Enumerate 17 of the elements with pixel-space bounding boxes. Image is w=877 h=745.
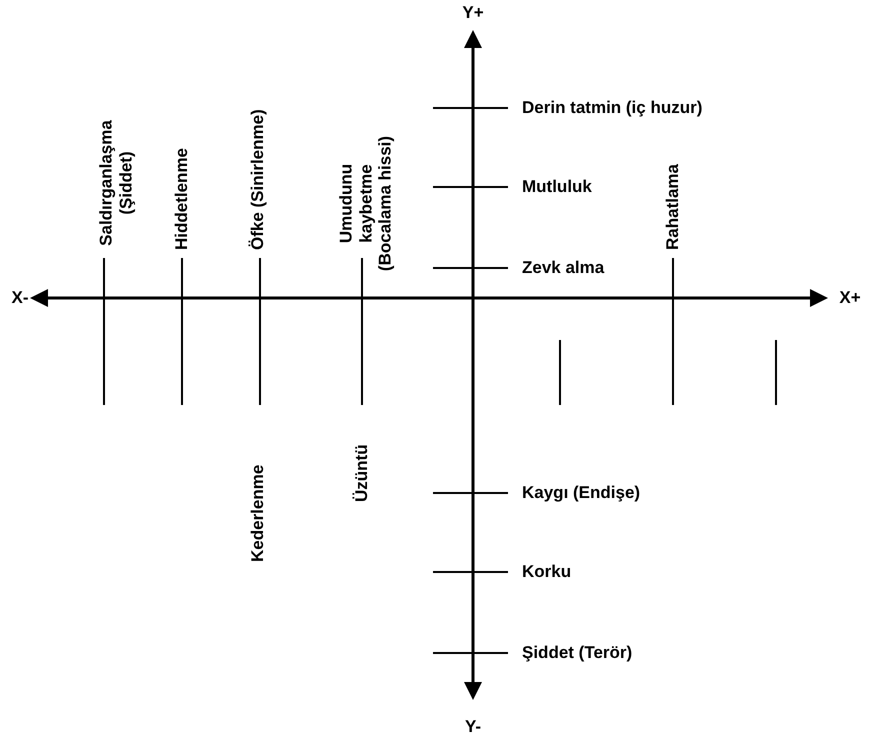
axis-label: Derin tatmin (iç huzur) bbox=[522, 98, 702, 118]
axis-label: X- bbox=[12, 288, 28, 308]
axis-point-label: Kederlenme bbox=[248, 464, 268, 562]
axis-point-label: Hiddetlenme bbox=[172, 148, 192, 250]
axis-point-label: Öfke (Sinirlenme) bbox=[248, 109, 268, 250]
axis-label: Y- bbox=[464, 717, 482, 737]
axis-label: Zevk alma bbox=[522, 258, 604, 278]
axis-point-label: Saldırganlaşma (Şiddet) bbox=[96, 119, 136, 248]
axis-point-label: Umudunu kaybetme (Bocalama hissi) bbox=[336, 134, 396, 274]
axis-label: Mutluluk bbox=[522, 177, 592, 197]
axis-label: Şiddet (Terör) bbox=[522, 643, 632, 663]
axis-label: Kaygı (Endişe) bbox=[522, 483, 640, 503]
axis-label: Korku bbox=[522, 562, 572, 582]
axis-point-label: Rahatlama bbox=[663, 164, 683, 250]
axis-label: Y+ bbox=[462, 3, 484, 23]
axis-point-label: Üzüntü bbox=[352, 444, 372, 502]
axis-label: X+ bbox=[839, 288, 861, 308]
